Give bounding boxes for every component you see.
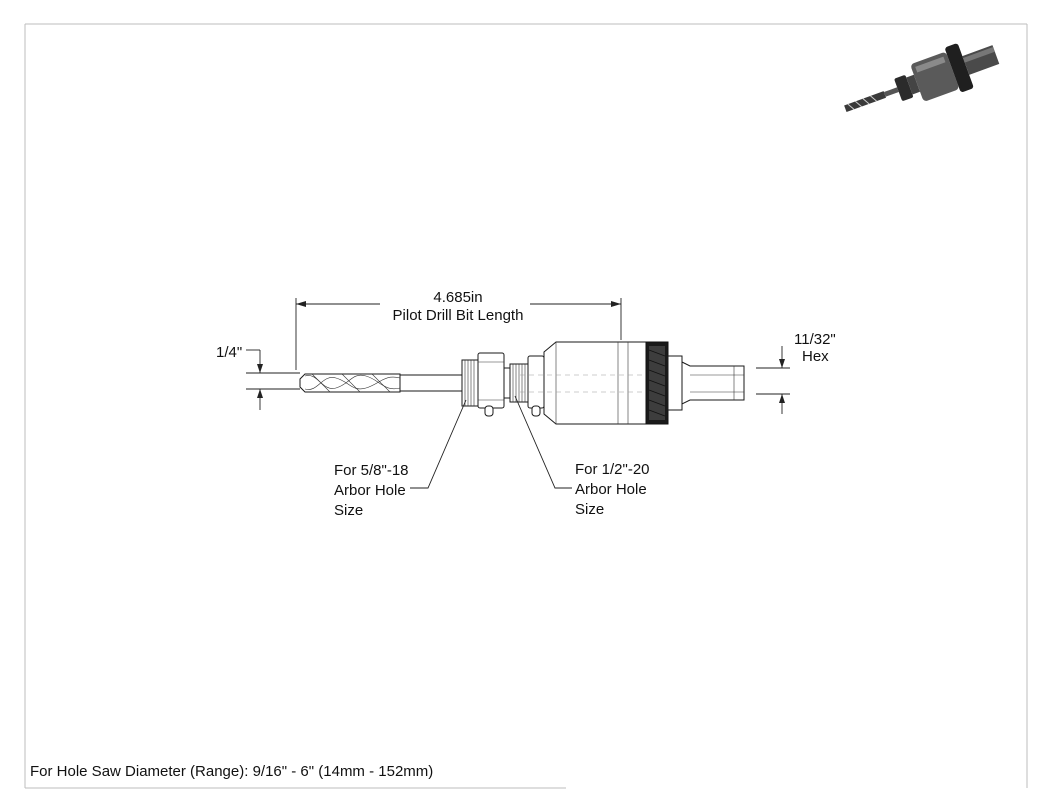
hex-size-dimension: 11/32" Hex	[756, 331, 836, 414]
arbor-part-drawing	[299, 341, 745, 425]
length-caption-label: Pilot Drill Bit Length	[393, 307, 524, 324]
drill-diameter-dimension: 1/4"	[216, 344, 300, 410]
drill-diameter-label: 1/4"	[216, 344, 242, 361]
callout-right-line1: For 1/2"-20	[575, 461, 650, 478]
knurled-collar	[645, 341, 683, 425]
sheet-border	[24, 23, 1028, 789]
callout-1-2-thread: For 1/2"-20 Arbor Hole Size	[514, 395, 650, 518]
footer-note: For Hole Saw Diameter (Range): 9/16" - 6…	[30, 763, 433, 780]
length-value-label: 4.685in	[433, 289, 482, 306]
thread-1-2-section	[509, 355, 545, 417]
length-dimension: 4.685in Pilot Drill Bit Length	[295, 289, 622, 370]
callout-5-8-thread: For 5/8"-18 Arbor Hole Size	[334, 399, 467, 519]
hex-size-label: 11/32"	[794, 331, 836, 348]
callout-right-line2: Arbor Hole	[575, 481, 647, 498]
callout-left-line1: For 5/8"-18	[334, 462, 409, 479]
callout-left-line3: Size	[334, 502, 363, 519]
hex-caption-label: Hex	[802, 348, 829, 365]
callout-left-line2: Arbor Hole	[334, 482, 406, 499]
thread-5-8-section	[461, 352, 513, 417]
callout-right-line3: Size	[575, 501, 604, 518]
pilot-drill-bit	[299, 373, 464, 393]
hex-shank	[681, 361, 745, 405]
isometric-preview-thumbnail	[844, 43, 1000, 113]
